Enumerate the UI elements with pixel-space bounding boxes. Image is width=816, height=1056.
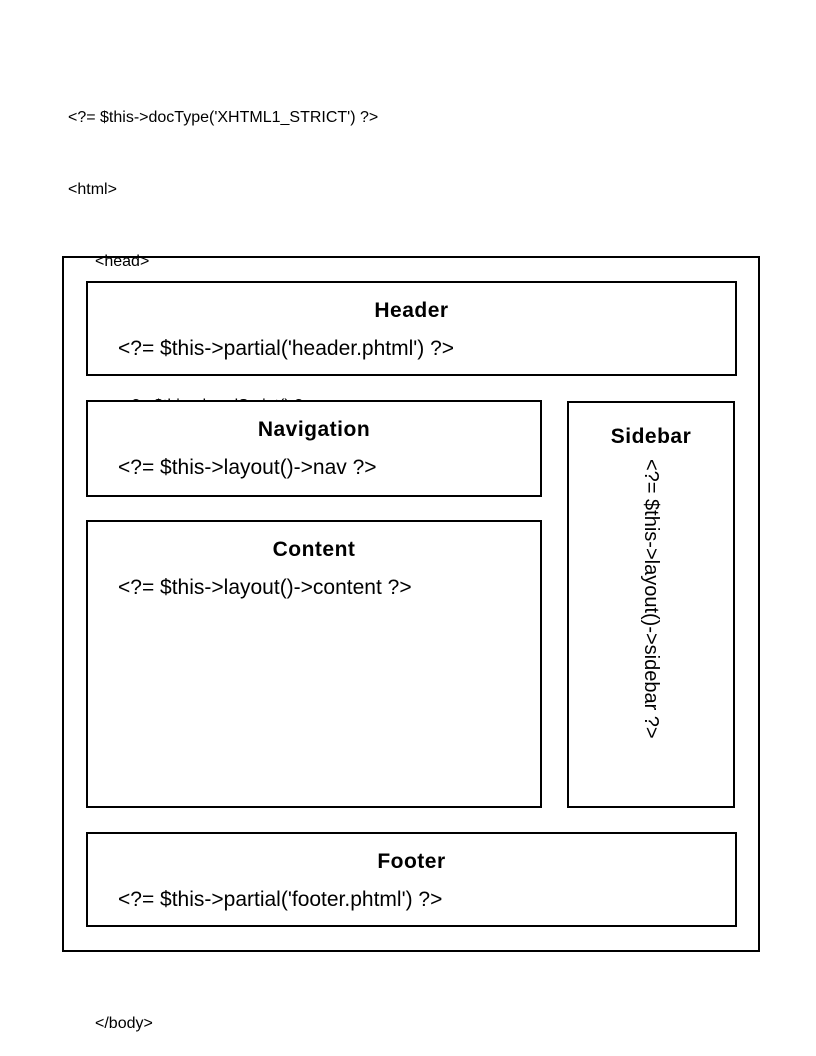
navigation-box-title: Navigation [257, 418, 371, 441]
sidebar-box-code: <?= $this->layout()->sidebar ?> [640, 459, 662, 739]
navigation-box: Navigation <?= $this->layout()->nav ?> [86, 400, 542, 497]
navigation-box-code: <?= $this->layout()->nav ?> [118, 456, 377, 479]
footer-box: Footer <?= $this->partial('footer.phtml'… [86, 832, 737, 927]
bottom-code-block: </body> </html> [68, 961, 153, 1056]
content-box-code: <?= $this->layout()->content ?> [118, 576, 412, 599]
sidebar-box: Sidebar <?= $this->layout()->sidebar ?> [567, 401, 735, 808]
code-line-body-close: </body> [95, 1015, 153, 1032]
header-box-title: Header [374, 299, 449, 322]
header-box: Header <?= $this->partial('header.phtml'… [86, 281, 737, 376]
content-box-title: Content [272, 538, 356, 561]
footer-box-title: Footer [377, 850, 446, 873]
code-line-html-open: <html> [68, 181, 117, 198]
sidebar-box-title: Sidebar [610, 425, 692, 448]
header-box-code: <?= $this->partial('header.phtml') ?> [118, 337, 455, 360]
footer-box-code: <?= $this->partial('footer.phtml') ?> [118, 888, 443, 911]
content-box: Content <?= $this->layout()->content ?> [86, 520, 542, 808]
code-line-doctype: <?= $this->docType('XHTML1_STRICT') ?> [68, 109, 379, 126]
body-outline-box: Header <?= $this->partial('header.phtml'… [62, 256, 760, 952]
